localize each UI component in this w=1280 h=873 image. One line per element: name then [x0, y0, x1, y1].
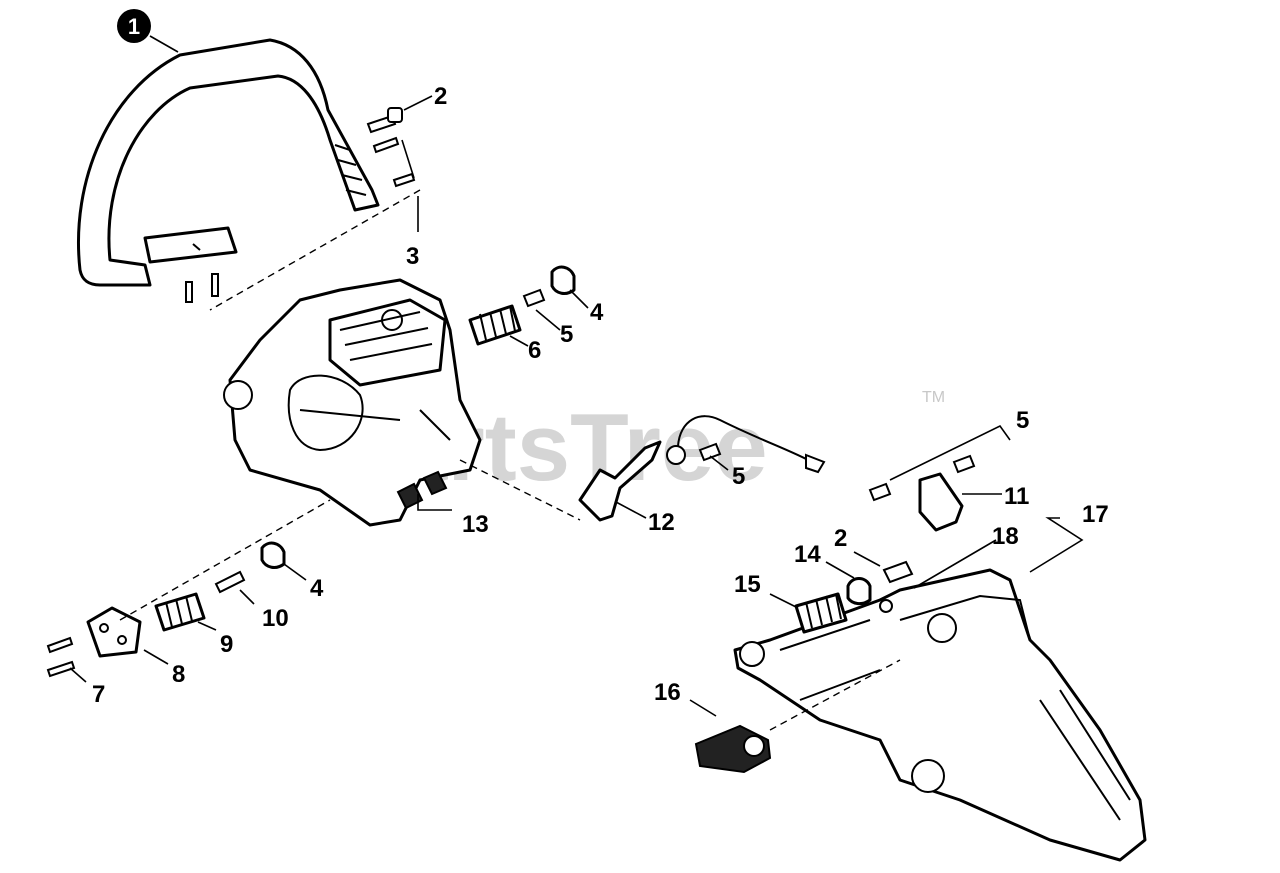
- callout-10: 10: [262, 605, 289, 632]
- vibration-spring-15: [794, 592, 848, 634]
- cable-assembly: [666, 415, 826, 474]
- callout-9: 9: [220, 631, 233, 658]
- bolt-5-top: [522, 288, 546, 308]
- leader-lines: [69, 35, 1084, 717]
- bolt-2-lower: [882, 560, 914, 584]
- callout-4-lower: 4: [310, 575, 324, 602]
- callout-5-right: 5: [1016, 407, 1029, 434]
- rubber-buffer-14: [846, 577, 872, 606]
- callout-12: 12: [648, 509, 675, 536]
- callout-18: 18: [992, 523, 1019, 550]
- bolt-10: [214, 570, 246, 594]
- callout-17: 17: [1082, 501, 1109, 528]
- front-handle: [77, 38, 380, 287]
- vibration-spring-top: [468, 304, 522, 346]
- rubber-buffer-4-lower: [260, 541, 286, 569]
- callout-5-mid: 5: [732, 463, 745, 490]
- callout-2-top: 2: [434, 83, 447, 110]
- nut-18: [879, 599, 893, 613]
- callout-15: 15: [734, 571, 761, 598]
- handle-screws: [185, 107, 416, 303]
- callout-2-lower: 2: [834, 525, 847, 552]
- callout-11: 11: [1004, 483, 1029, 510]
- callout-8: 8: [172, 661, 185, 688]
- mount-plate-8: [86, 606, 142, 658]
- callout-1: 1: [128, 14, 140, 39]
- callout-4-top: 4: [590, 299, 604, 326]
- screw-7b: [46, 660, 76, 678]
- rear-handle-tank: [733, 568, 1147, 862]
- callout-3: 3: [406, 243, 419, 270]
- callout-7: 7: [92, 681, 105, 708]
- assembly-lines: [119, 189, 901, 731]
- bolt-5-right: [952, 454, 976, 474]
- bracket-11: [918, 472, 964, 532]
- rubber-buffer-4-top: [550, 265, 576, 295]
- callout-16: 16: [654, 679, 681, 706]
- callout-5-top: 5: [560, 321, 573, 348]
- lever-12: [578, 440, 662, 522]
- intake-boot-16: [694, 724, 772, 774]
- screw-7a: [46, 636, 74, 654]
- callout-14: 14: [794, 541, 821, 568]
- buffer-13: [396, 470, 448, 510]
- callout-badge-1: [117, 9, 151, 43]
- callout-6: 6: [528, 337, 541, 364]
- bolt-5-mid: [698, 442, 722, 462]
- callout-13: 13: [462, 511, 489, 538]
- bolt-11-lower: [868, 482, 892, 502]
- vibration-spring-9: [154, 592, 206, 632]
- watermark-tm: TM: [922, 389, 945, 406]
- engine-crankcase: [223, 278, 482, 527]
- callout-labels: 1 2 3 4 5 6 5 5 11 12 13 17 18 14 2 15 4…: [92, 9, 1109, 708]
